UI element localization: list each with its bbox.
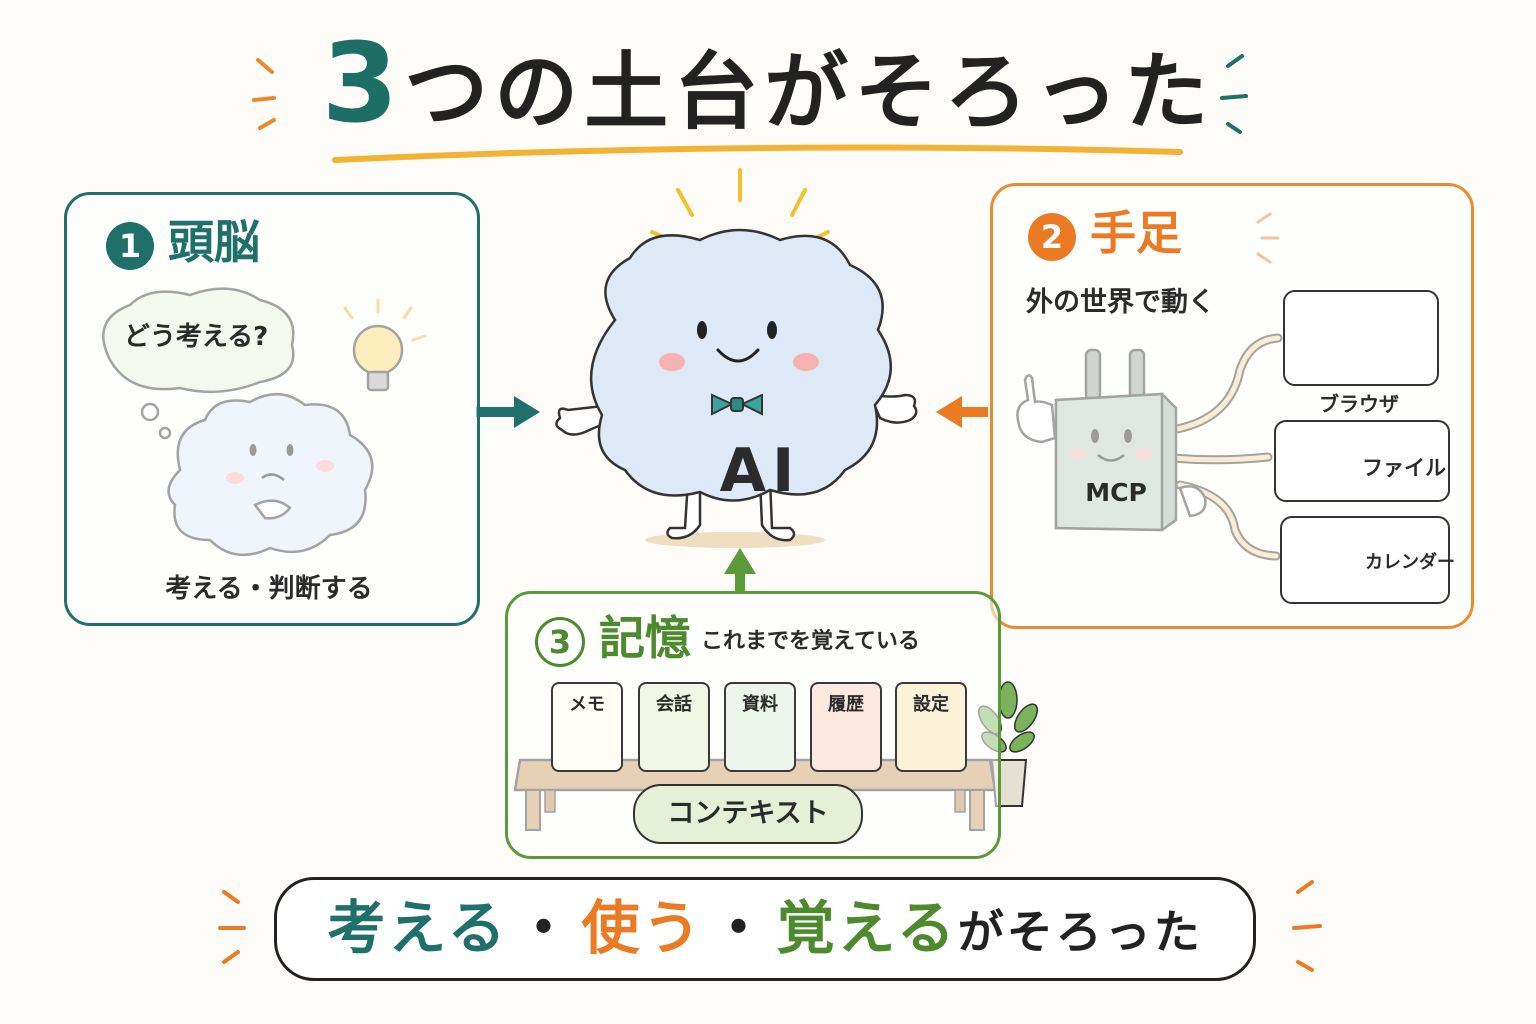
banner-use: 使う [581,894,704,962]
memory-card-documents: 資料 [724,682,796,772]
browser-label: ブラウザ [1319,392,1399,416]
memory-card-history: 履歴 [810,682,882,772]
summary-banner: 考える・使う・覚えるがそろった [274,877,1256,981]
limbs-subtitle: 外の世界で動く [1026,287,1215,318]
title-number: 3 [321,19,405,147]
file-app-card [1274,420,1450,502]
brain-caption: 考える・判断する [165,574,373,604]
title-underline [332,144,1183,163]
banner-remember: 覚える [776,894,958,962]
page-title: 3つの土台がそろった [0,28,1536,147]
calendar-app-card [1280,516,1450,604]
arrow-brain-to-ai [476,396,540,428]
memory-subtitle: これまでを覚えている [701,628,920,654]
limbs-heading: 2 手足 [1028,203,1182,263]
brain-heading: 1 頭脳 [106,212,260,272]
title-sparkle-left [252,58,276,130]
memory-card-settings: 設定 [895,682,967,772]
memory-number-badge: 3 [535,616,585,667]
memory-heading: 3 記憶これまでを覚えている [535,608,920,672]
banner-separator-1: ・ [514,894,576,962]
browser-app-card [1283,290,1439,386]
calendar-label: カレンダー [1365,552,1455,573]
brain-heading-text: 頭脳 [168,215,260,269]
banner-think: 考える [327,894,509,962]
memory-card-conversation: 会話 [638,682,710,772]
title-sparkle-right [1220,54,1248,134]
mcp-label: MCP [1085,478,1147,507]
title-text: つの土台がそろった [404,43,1215,141]
context-label: コンテキスト [633,784,863,844]
thought-bubble-text: どう考える? [123,322,269,352]
ai-label: AI [719,436,801,506]
limbs-number-badge: 2 [1028,212,1076,261]
file-label: ファイル [1362,456,1446,480]
banner-sparkle-right [1292,880,1322,972]
brain-number-badge: 1 [106,221,154,270]
ai-cloud-mascot [555,228,918,548]
banner-tail: がそろった [957,905,1203,959]
arrow-memory-to-ai [724,548,756,592]
memory-heading-text: 記憶 [599,611,691,665]
limbs-heading-text: 手足 [1090,206,1182,260]
bow-tie-icon [711,393,763,416]
banner-separator-2: ・ [709,894,771,962]
arrow-limbs-to-ai [936,396,988,428]
banner-sparkle-left [218,890,246,964]
memory-card-memo: メモ [551,682,623,772]
